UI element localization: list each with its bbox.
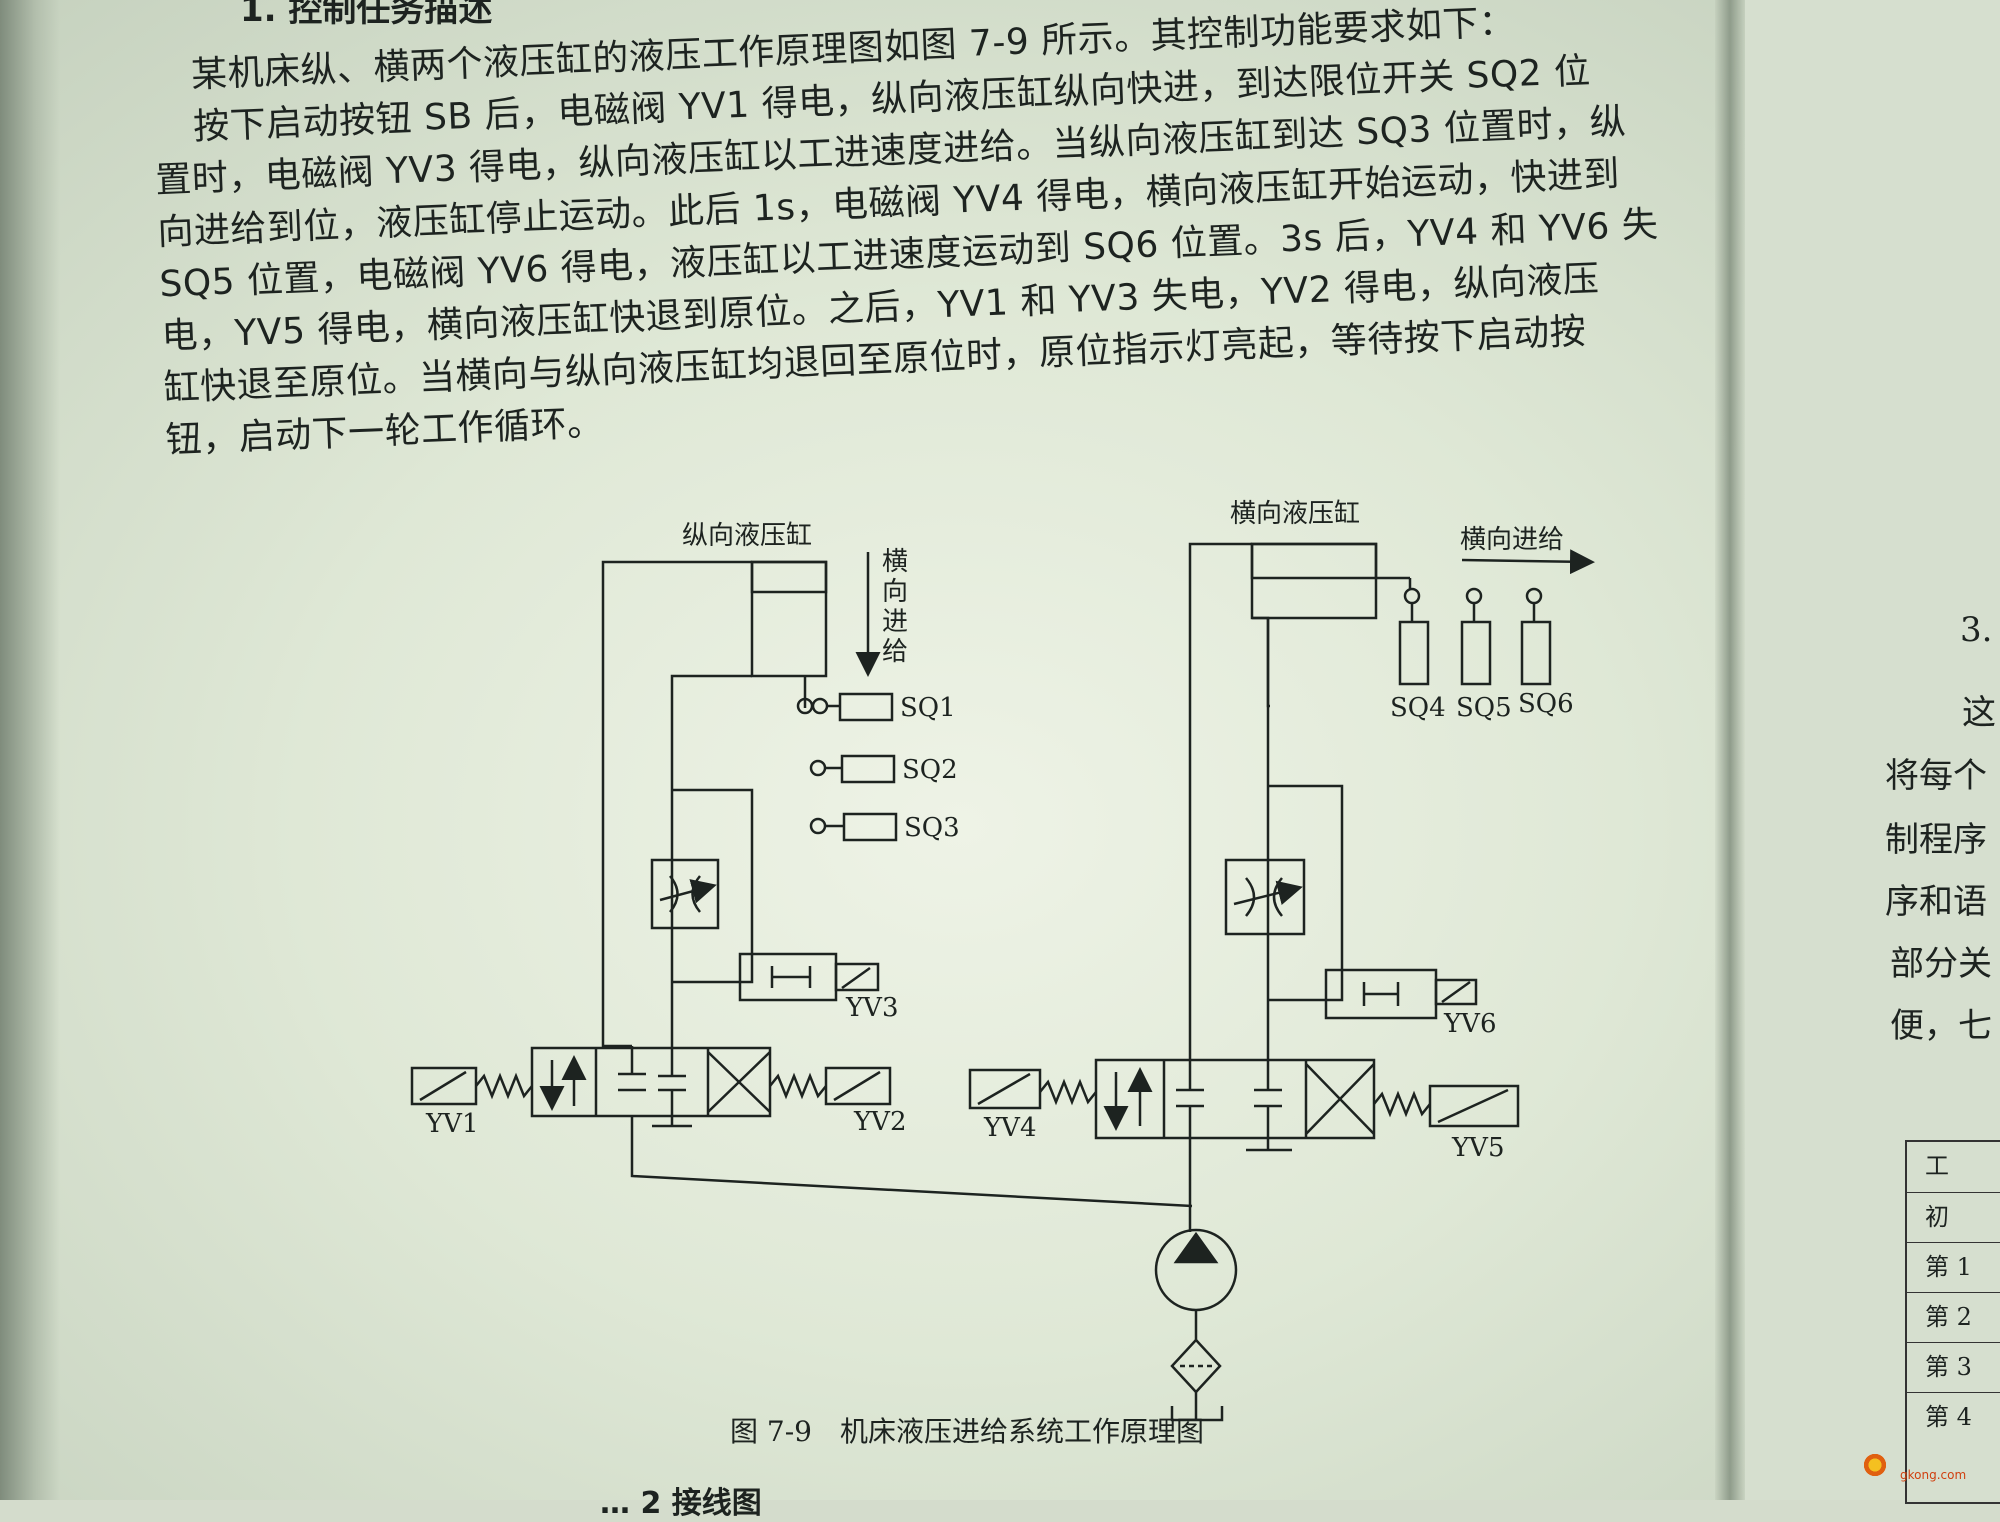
yv2-label: YV2 bbox=[853, 1107, 906, 1137]
sq4-switch bbox=[1398, 620, 1430, 686]
yv6-label: YV6 bbox=[1443, 1009, 1496, 1039]
table-row: 初 bbox=[1907, 1192, 2000, 1240]
sq3-switch bbox=[842, 812, 898, 842]
sq2-switch bbox=[840, 754, 896, 784]
right-page-line: 序和语 bbox=[1885, 882, 1987, 922]
next-section-heading: … 2 接线图 bbox=[600, 1486, 762, 1521]
longitudinal-cylinder-label: 纵向液压缸 bbox=[682, 521, 812, 551]
section-heading: 1. 控制任务描述 bbox=[240, 0, 493, 30]
sq1-label: SQ1 bbox=[900, 693, 956, 723]
right-page-heading: 3. bbox=[1960, 610, 1993, 650]
book-gutter bbox=[1715, 0, 1745, 1500]
right-page-line: 将每个 bbox=[1885, 756, 1987, 796]
right-page-line: 制程序 bbox=[1885, 820, 1987, 860]
sq1-switch bbox=[838, 692, 894, 722]
svg-text:进: 进 bbox=[882, 607, 908, 637]
table-header: 工 bbox=[1925, 1152, 1949, 1180]
longitudinal-cylinder-body bbox=[750, 560, 828, 678]
sq5-switch bbox=[1460, 620, 1492, 686]
transverse-cylinder-label: 横向液压缸 bbox=[1230, 499, 1360, 529]
table-row: 第 4 bbox=[1907, 1392, 2000, 1440]
sq3-label: SQ3 bbox=[904, 813, 960, 843]
right-page-table: 工 初 第 1 第 2 第 3 第 4 bbox=[1905, 1140, 2000, 1504]
yv5-label: YV5 bbox=[1451, 1133, 1504, 1163]
transverse-cylinder-body bbox=[1250, 542, 1378, 620]
table-row: 第 3 bbox=[1907, 1342, 2000, 1390]
table-row: 第 1 bbox=[1907, 1242, 2000, 1290]
svg-text:给: 给 bbox=[882, 637, 908, 667]
sq6-label: SQ6 bbox=[1518, 689, 1574, 719]
longitudinal-piston bbox=[750, 560, 828, 594]
yv3-solenoid bbox=[834, 962, 880, 992]
yv1-label: YV1 bbox=[425, 1109, 478, 1139]
right-page bbox=[1745, 0, 2000, 1500]
figure-caption: 图 7-9 机床液压进给系统工作原理图 bbox=[730, 1415, 1204, 1448]
transverse-piston bbox=[1250, 542, 1378, 580]
transverse-feed-label: 横向进给 bbox=[1460, 525, 1564, 555]
watermark-text: gkong.com bbox=[1900, 1468, 1967, 1482]
yv5-solenoid bbox=[1428, 1084, 1520, 1128]
sq6-switch bbox=[1520, 620, 1552, 686]
yv6-solenoid bbox=[1434, 978, 1478, 1006]
table-row: 第 2 bbox=[1907, 1292, 2000, 1340]
yv3-label: YV3 bbox=[845, 993, 898, 1023]
right-page-line: 这 bbox=[1962, 693, 1996, 733]
sq4-label: SQ4 bbox=[1390, 693, 1446, 723]
watermark-logo-icon bbox=[1862, 1452, 1888, 1478]
longitudinal-directional-valve bbox=[530, 1046, 772, 1118]
yv4-label: YV4 bbox=[983, 1113, 1036, 1143]
svg-text:横: 横 bbox=[882, 547, 908, 577]
page-shadow bbox=[0, 0, 60, 1500]
transverse-directional-valve bbox=[1094, 1058, 1376, 1140]
filter-icon bbox=[1170, 1338, 1222, 1394]
right-page-line: 便，七 bbox=[1890, 1006, 1992, 1046]
svg-text:向: 向 bbox=[882, 577, 908, 607]
sq5-label: SQ5 bbox=[1456, 693, 1512, 723]
yv4-solenoid bbox=[968, 1068, 1042, 1110]
right-page-line: 部分关 bbox=[1890, 944, 1992, 984]
longitudinal-feed-label-vertical: 横 向 进 给 bbox=[882, 547, 908, 667]
sq2-label: SQ2 bbox=[902, 755, 958, 785]
yv2-solenoid bbox=[824, 1066, 892, 1106]
transverse-throttle-valve bbox=[1224, 858, 1306, 936]
longitudinal-throttle-valve bbox=[650, 858, 720, 930]
